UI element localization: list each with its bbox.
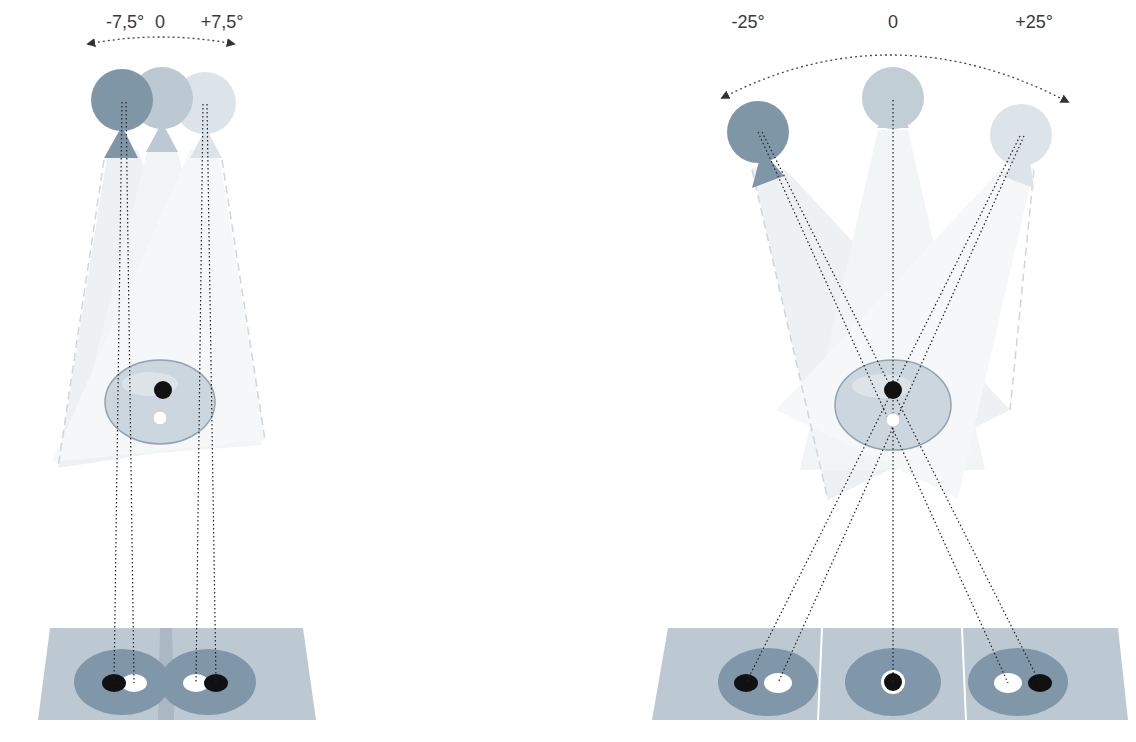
angle-label: -25° (731, 13, 764, 31)
angle-label: -7,5° (106, 13, 144, 31)
angle-label: 0 (888, 13, 898, 31)
projection-ring (74, 649, 170, 715)
projection-ring (845, 648, 941, 716)
ray-line (746, 100, 1040, 683)
x-ray-tube (727, 67, 1052, 188)
lesion-dot (153, 411, 167, 425)
angle-label: 0 (155, 13, 165, 31)
ray-line (114, 102, 216, 683)
lesion-dot (154, 381, 172, 399)
projection-ring (160, 649, 256, 715)
angle-label: +25° (1015, 13, 1053, 31)
x-ray-tube (91, 67, 236, 158)
lesion-dot (886, 413, 900, 427)
projection-ring (968, 648, 1068, 716)
lesion-dot (884, 381, 902, 399)
motion-arc (88, 37, 234, 44)
compressed-breast (105, 360, 215, 444)
x-ray-beam (52, 148, 265, 468)
projection-ring (718, 648, 818, 716)
angle-label: +7,5° (201, 13, 244, 31)
detector-plate (38, 628, 316, 720)
detector-plate (652, 628, 1128, 720)
